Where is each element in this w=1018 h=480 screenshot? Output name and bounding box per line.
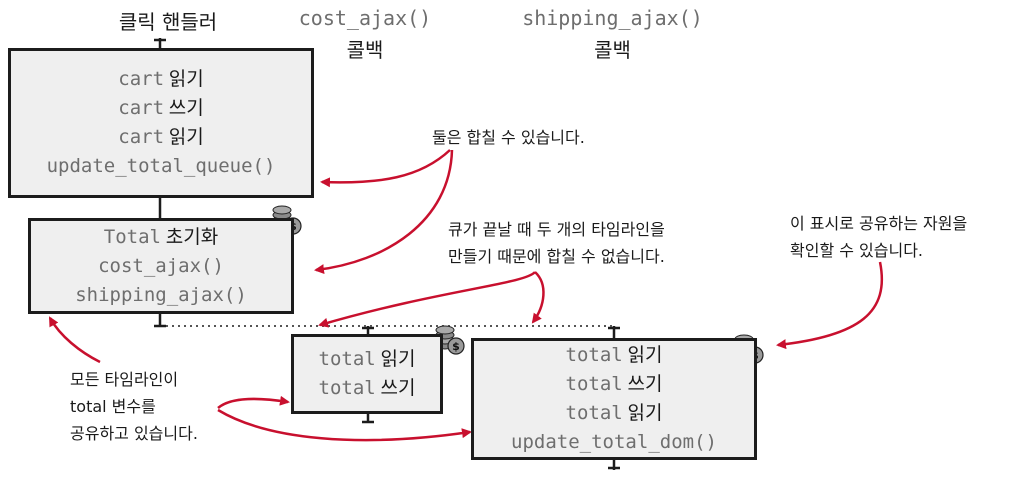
box-line: total 쓰기 — [565, 373, 663, 395]
header-click-handler: 클릭 핸들러 — [98, 6, 238, 35]
header-shipping-ajax: shipping_ajax() 콜백 — [505, 6, 720, 63]
click-handler-label: 클릭 핸들러 — [118, 10, 218, 34]
arrow-combine-to-cart — [320, 149, 451, 188]
box-line: update_total_queue() — [46, 155, 276, 177]
box-line: shipping_ajax() — [75, 283, 247, 306]
box-line: total 읽기 — [565, 402, 663, 424]
svg-text:$: $ — [452, 340, 460, 353]
arrow-shared-to-cost — [217, 395, 290, 410]
box-total-init: Total 초기화 cost_ajax() shipping_ajax() — [28, 218, 294, 314]
box-line: total 읽기 — [565, 344, 663, 366]
note-can-combine: 둘은 합칠 수 있습니다. — [432, 128, 585, 147]
arrow-shared-to-ship — [217, 408, 472, 442]
note-cannot-combine: 큐가 끝날 때 두 개의 타임라인을 만들기 때문에 합칠 수 없습니다. — [448, 220, 665, 266]
box-shipping-callback: total 읽기 total 쓰기 total 읽기 update_total_… — [471, 338, 757, 460]
box-line: update_total_dom() — [511, 431, 717, 453]
box-cart-operations: cart 읽기 cart 쓰기 cart 읽기 update_total_que… — [8, 48, 314, 198]
cost-ajax-callback-label: 콜백 — [346, 38, 384, 62]
box-line: cart 읽기 — [118, 126, 204, 148]
shipping-ajax-fn: shipping_ajax() — [522, 6, 703, 30]
box-cost-callback: total 읽기 total 쓰기 — [291, 334, 443, 414]
shipping-ajax-callback-label: 콜백 — [594, 38, 631, 62]
arrow-marker-to-coin — [776, 261, 884, 350]
box-line: total 읽기 — [318, 348, 416, 370]
annotation-arrows — [48, 149, 884, 442]
box-line: cart 읽기 — [118, 68, 204, 90]
box-line: cart 쓰기 — [118, 97, 204, 119]
note-shared-variable: 모든 타임라인이 total 변수를 공유하고 있습니다. — [70, 370, 198, 443]
box-line: total 쓰기 — [318, 377, 416, 399]
arrow-queue-to-cost — [318, 271, 536, 328]
header-cost-ajax: cost_ajax() 콜백 — [280, 6, 450, 63]
box-line: cost_ajax() — [98, 254, 224, 277]
box-line: Total 초기화 — [103, 225, 219, 248]
arrow-combine-to-init — [314, 149, 454, 275]
arrow-queue-to-ship — [531, 271, 545, 324]
note-shared-marker: 이 표시로 공유하는 자원을 확인할 수 있습니다. — [790, 214, 968, 260]
arrow-shared-to-init — [48, 316, 101, 364]
cost-ajax-fn: cost_ajax() — [298, 6, 432, 30]
timeline-connectors — [154, 38, 620, 470]
